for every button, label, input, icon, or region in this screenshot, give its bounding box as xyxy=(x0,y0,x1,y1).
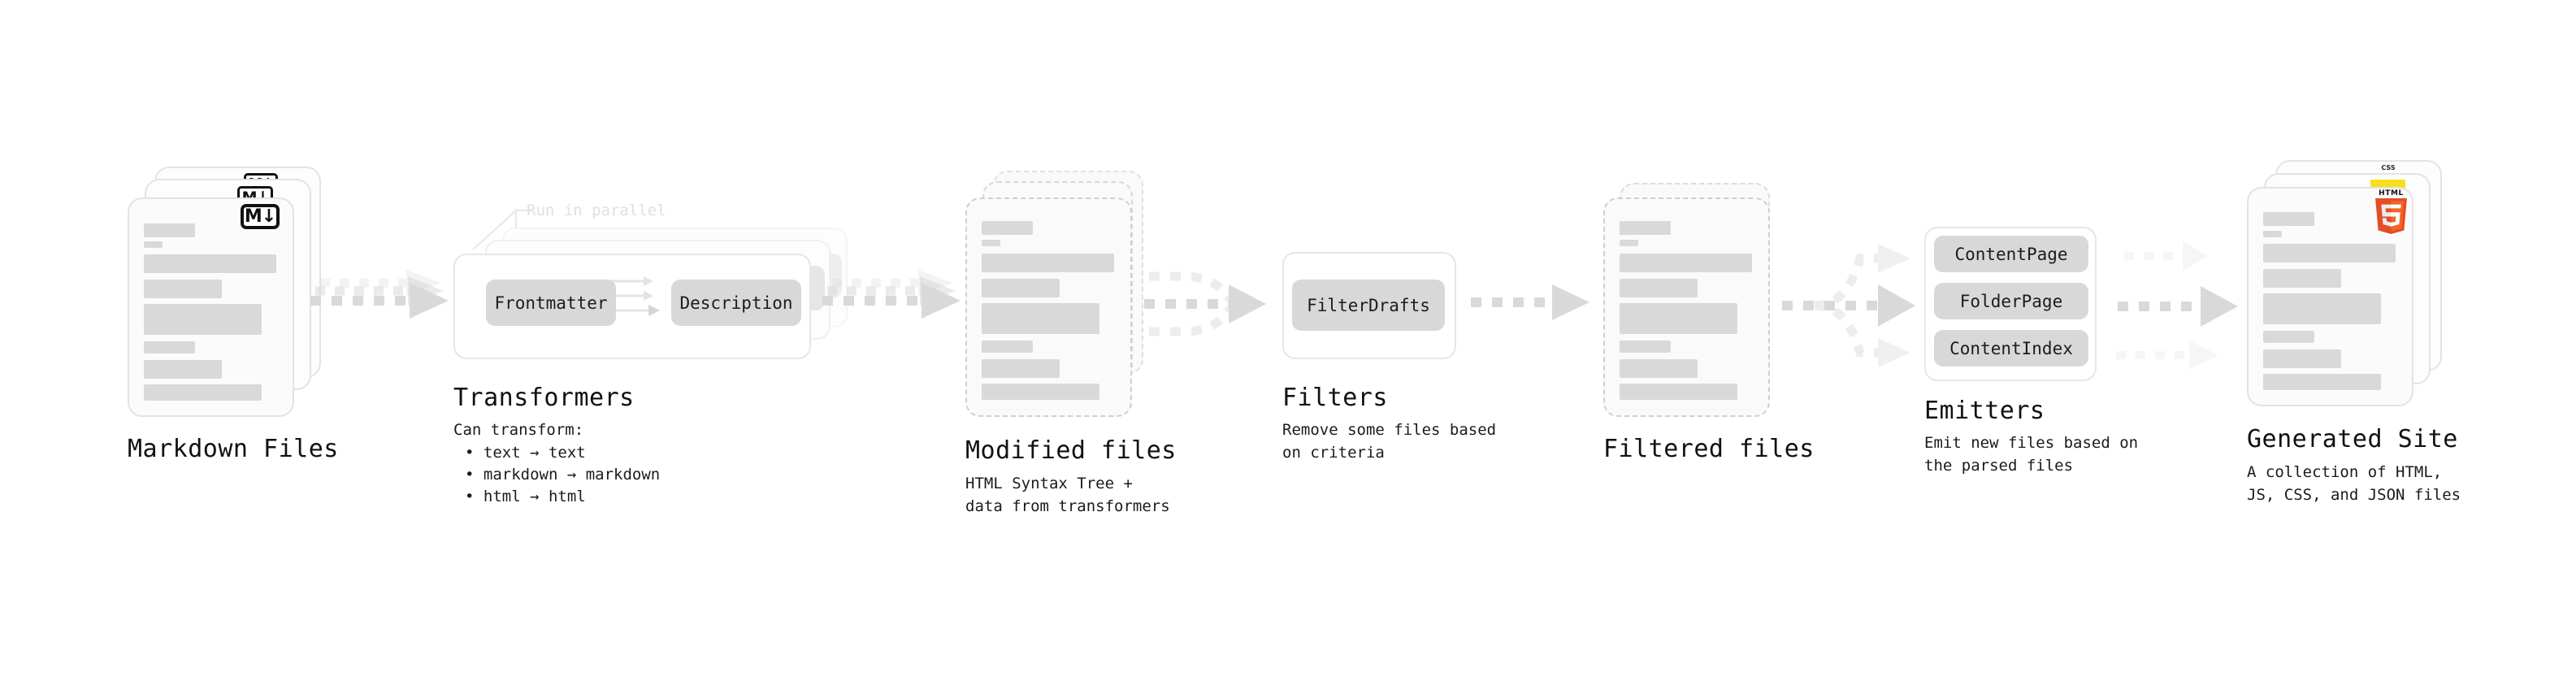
stage-subtitle-filters: Remove some files based on criteria xyxy=(1282,421,1497,462)
stage-title-transformers: Transformers xyxy=(453,384,635,412)
stage-subtitle-emitters: Emit new files based on the parsed files xyxy=(1924,434,2139,475)
skeleton-bar xyxy=(2263,269,2341,288)
css-badge-label: CSS xyxy=(2381,164,2396,171)
skeleton-bar xyxy=(144,223,195,237)
skeleton-bar xyxy=(982,340,1033,353)
skeleton-bar xyxy=(2263,212,2314,226)
skeleton-bar xyxy=(144,280,222,298)
skeleton-bar xyxy=(2263,349,2341,368)
skeleton-bar xyxy=(144,360,222,379)
skeleton-bar xyxy=(1620,254,1752,272)
skeleton-bar xyxy=(982,384,1099,400)
skeleton-bar xyxy=(1620,303,1737,334)
skeleton-bar xyxy=(1620,340,1671,353)
arrow-markdown-to-transformers xyxy=(310,270,449,319)
stage-title-filtered-files: Filtered files xyxy=(1603,435,1815,463)
transformer-chip-frontmatter[interactable]: Frontmatter xyxy=(486,280,616,326)
html5-icon: HTML xyxy=(2372,189,2410,234)
transformers-bullet-0: • text → text xyxy=(465,444,586,462)
skeleton-bar xyxy=(1620,221,1671,235)
arrow-filters-to-filtered xyxy=(1471,284,1589,320)
skeleton-bar xyxy=(1620,359,1698,378)
skeleton-bar xyxy=(2263,231,2282,237)
skeleton-bar xyxy=(144,241,163,248)
emitter-chip-contentpage[interactable]: ContentPage xyxy=(1934,236,2088,272)
arrow-transformers-to-modified xyxy=(822,270,961,319)
arrow-filtered-to-emitters xyxy=(1782,244,1915,367)
skeleton-bar xyxy=(982,359,1060,378)
skeleton-bar xyxy=(2263,331,2314,343)
html5-icon-label: HTML xyxy=(2379,189,2404,197)
skeleton-bar xyxy=(2263,244,2396,262)
arrow-modified-to-filters xyxy=(1144,271,1266,336)
filter-chip-filterdrafts[interactable]: FilterDrafts xyxy=(1292,280,1445,331)
stage-title-modified-files: Modified files xyxy=(965,436,1177,465)
skeleton-bar xyxy=(144,304,262,335)
markdown-badge: M↓ xyxy=(241,204,280,229)
skeleton-bar xyxy=(982,279,1060,297)
skeleton-bar xyxy=(982,303,1099,334)
emitter-chip-folderpage[interactable]: FolderPage xyxy=(1934,283,2088,319)
skeleton-bar xyxy=(1620,384,1737,400)
skeleton-bar xyxy=(982,221,1033,235)
stage-title-filters: Filters xyxy=(1282,384,1388,412)
stage-title-markdown-files: Markdown Files xyxy=(128,435,339,463)
skeleton-bar xyxy=(2263,374,2381,390)
skeleton-bar xyxy=(1620,279,1698,297)
skeleton-bar xyxy=(144,254,276,273)
stage-subtitle-transformers: Can transform: xyxy=(453,421,584,439)
skeleton-bar xyxy=(2263,293,2381,324)
skeleton-bar xyxy=(144,384,262,401)
stage-title-emitters: Emitters xyxy=(1924,397,2045,425)
transformers-bullet-1: • markdown → markdown xyxy=(465,466,661,484)
skeleton-bar xyxy=(982,240,1000,246)
skeleton-bar xyxy=(982,254,1114,272)
emitter-chip-contentindex[interactable]: ContentIndex xyxy=(1934,330,2088,367)
transformers-bullet-2: • html → html xyxy=(465,488,586,505)
run-in-parallel-label: Run in parallel xyxy=(527,202,666,219)
skeleton-bar xyxy=(1620,240,1638,246)
transformer-chip-description[interactable]: Description xyxy=(671,280,801,326)
stage-title-generated-site: Generated Site xyxy=(2247,425,2458,453)
stage-subtitle-generated-site: A collection of HTML, JS, CSS, and JSON … xyxy=(2247,463,2461,504)
skeleton-bar xyxy=(144,341,195,354)
stage-subtitle-modified-files: HTML Syntax Tree + data from transformer… xyxy=(965,475,1170,515)
arrow-emitters-to-site xyxy=(2116,241,2238,370)
